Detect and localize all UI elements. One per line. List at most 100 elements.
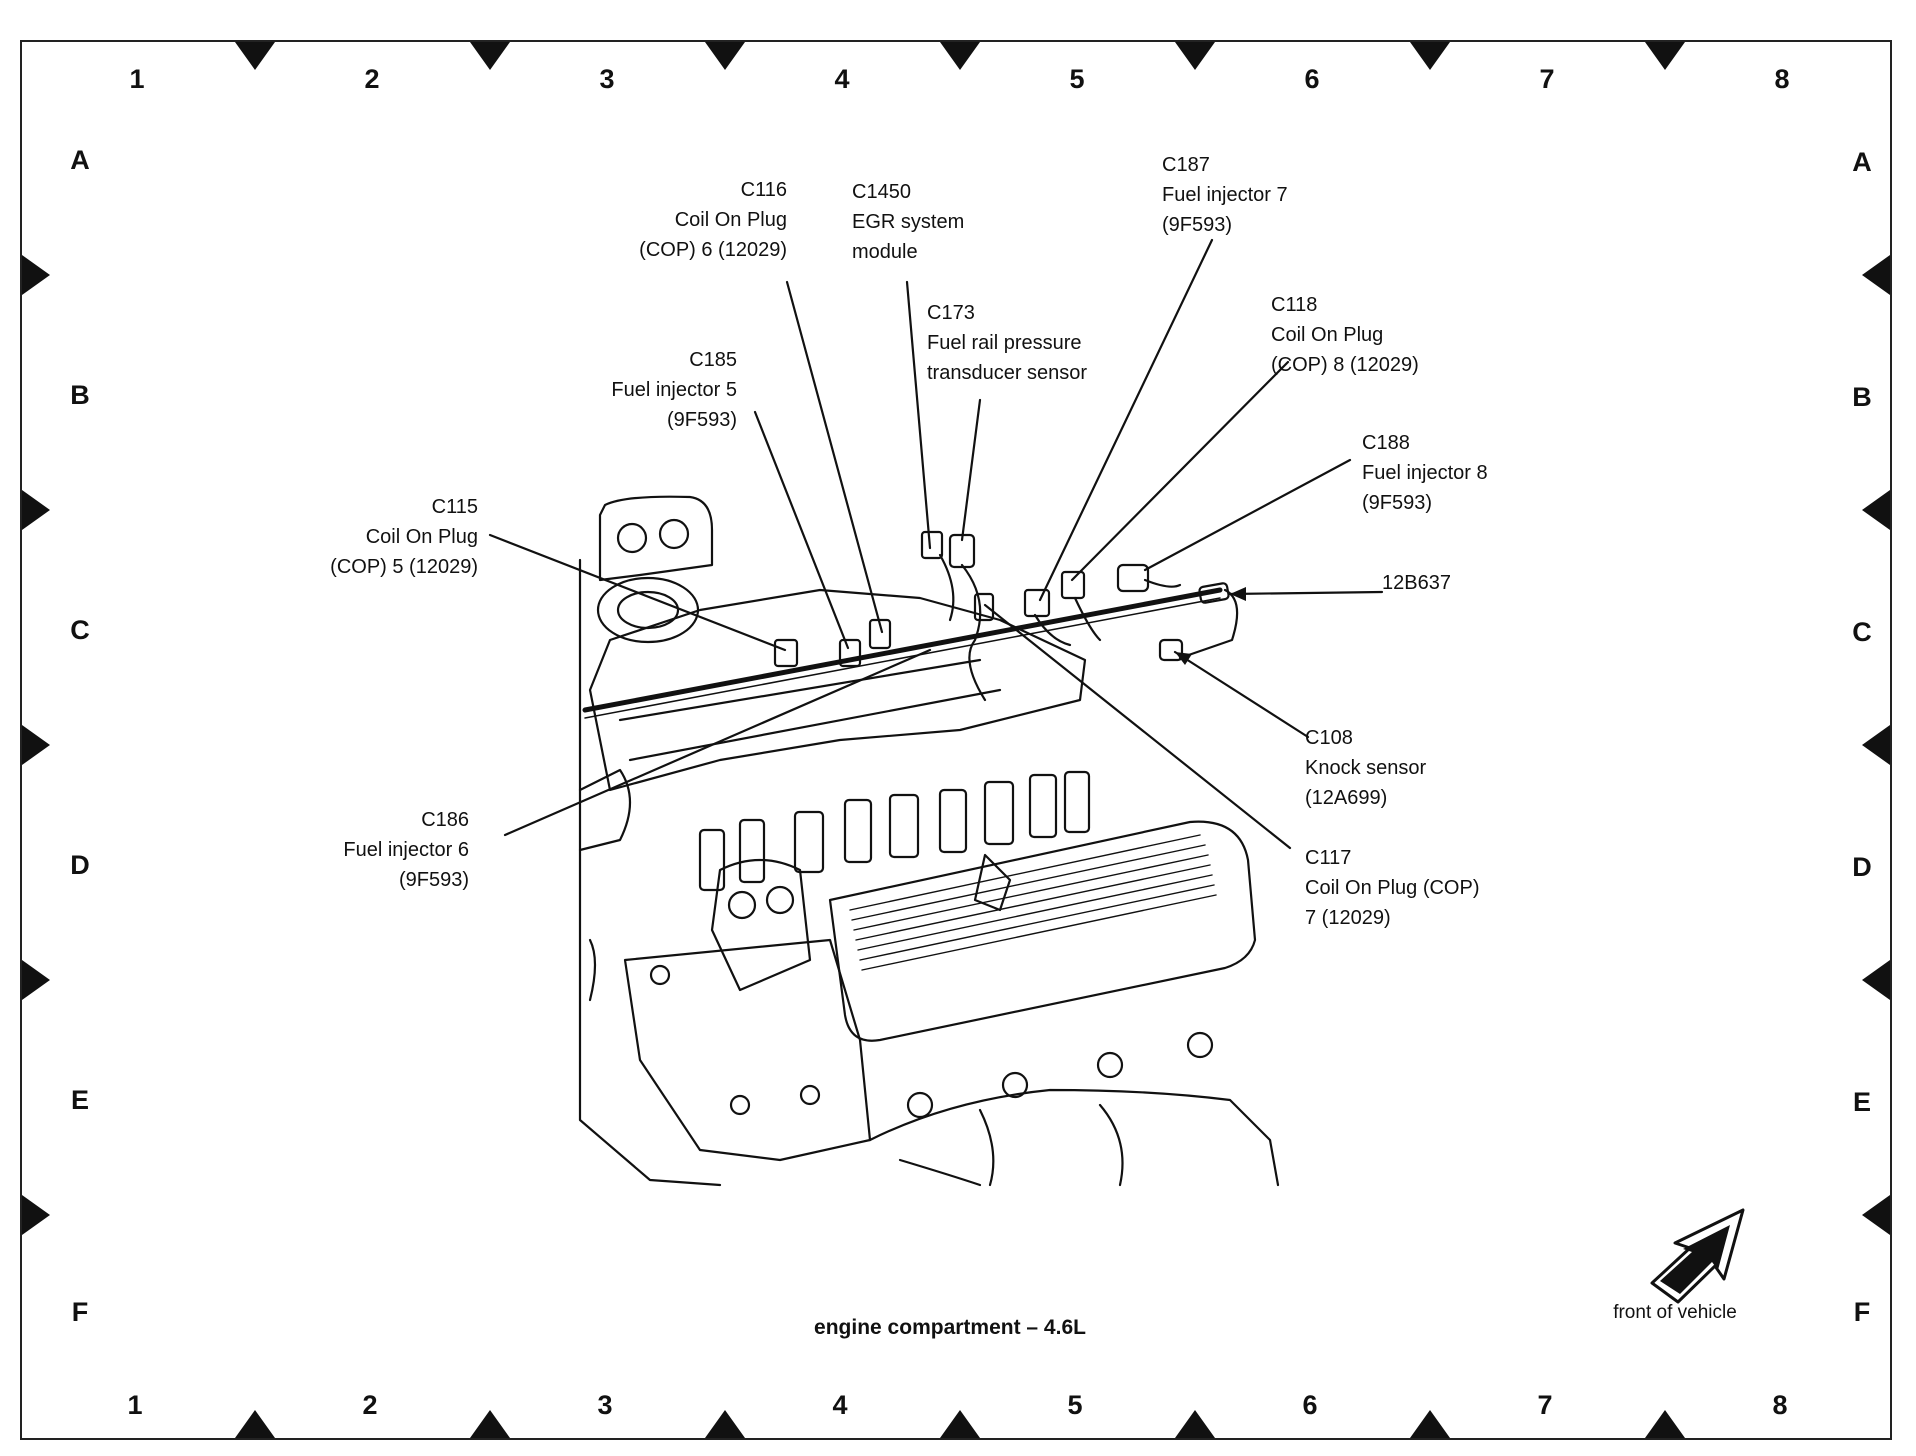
leader-c118 <box>1070 360 1290 582</box>
grid-col-top-5: 5 <box>1069 64 1085 94</box>
tick-top-6 <box>1410 42 1450 70</box>
knock-sensor-connector <box>1158 638 1184 662</box>
timing-cover <box>623 938 872 1162</box>
leader-c115 <box>488 533 787 652</box>
tick-right-5 <box>1862 1195 1890 1235</box>
callout-c173: C173 Fuel rail pressure transducer senso… <box>927 302 1088 384</box>
leader-c185 <box>753 410 850 650</box>
front-of-vehicle-label: front of vehicle <box>1613 1302 1737 1323</box>
exhaust-area <box>868 1088 1280 1187</box>
tick-left-2 <box>22 490 50 530</box>
callout-c115: C115 Coil On Plug (COP) 5 (12029) <box>330 496 478 578</box>
grid-col-bottom-6: 6 <box>1302 1390 1318 1420</box>
leader-c187 <box>1038 238 1214 602</box>
grid-row-right-B: B <box>1852 382 1872 412</box>
grid-col-top-6: 6 <box>1304 64 1320 94</box>
intake-manifold <box>588 588 1087 792</box>
connector-c1450 <box>920 530 944 560</box>
grid-col-bottom-7: 7 <box>1537 1390 1553 1420</box>
grid-row-left-E: E <box>70 1085 89 1115</box>
coil-on-plug-row <box>698 770 1091 892</box>
grid-row-left-F: F <box>71 1297 89 1327</box>
front-lift-bracket <box>710 858 812 992</box>
connector-c185 <box>838 638 862 668</box>
leader-c173 <box>960 398 982 542</box>
arrowhead-c108 <box>1175 652 1192 665</box>
leader-c116 <box>785 280 884 634</box>
grid-col-top-7: 7 <box>1539 64 1555 94</box>
tick-top-7 <box>1645 42 1685 70</box>
grid-row-right-E: E <box>1852 1087 1871 1117</box>
connector-c187 <box>1023 588 1051 618</box>
grid-col-bottom-8: 8 <box>1772 1390 1788 1420</box>
tick-top-5 <box>1175 42 1215 70</box>
leader-c117 <box>983 603 1292 850</box>
connector-c188 <box>1116 563 1150 593</box>
spark-plug-boot <box>973 853 1012 912</box>
callout-c116: C116 Coil On Plug (COP) 6 (12029) <box>639 179 787 261</box>
front-arrow-icon-fill <box>1660 1225 1730 1294</box>
tick-left-1 <box>22 255 50 295</box>
callout-c185: C185 Fuel injector 5 (9F593) <box>611 349 737 431</box>
tick-left-5 <box>22 1195 50 1235</box>
grid-row-left-A: A <box>70 145 90 175</box>
tick-right-2 <box>1862 490 1890 530</box>
grid-tick-markers <box>22 42 1890 1438</box>
callout-c188: C188 Fuel injector 8 (9F593) <box>1362 432 1488 514</box>
callout-12b637: 12B637 <box>1382 572 1451 594</box>
leader-c188 <box>1143 458 1352 572</box>
grid-col-top-2: 2 <box>364 64 380 94</box>
valve-cover <box>828 820 1257 1042</box>
grid-row-right-D: D <box>1852 852 1872 882</box>
leader-c186 <box>503 648 932 837</box>
grid-row-left-B: B <box>70 380 90 410</box>
tick-bottom-1 <box>235 1410 275 1438</box>
diagram-caption: engine compartment – 4.6L <box>814 1316 1086 1339</box>
grid-col-bottom-2: 2 <box>362 1390 378 1420</box>
tick-right-4 <box>1862 960 1890 1000</box>
grid-row-right-A: A <box>1852 147 1872 177</box>
grid-col-bottom-1: 1 <box>127 1390 143 1420</box>
callout-c187: C187 Fuel injector 7 (9F593) <box>1162 154 1288 236</box>
grid-row-right-F: F <box>1853 1297 1871 1327</box>
tick-top-3 <box>705 42 745 70</box>
leader-12b637 <box>1228 590 1384 596</box>
grid-col-top-3: 3 <box>599 64 615 94</box>
tick-bottom-7 <box>1645 1410 1685 1438</box>
leader-c108 <box>1173 650 1310 739</box>
engine-illustration <box>578 495 1280 1187</box>
tick-bottom-6 <box>1410 1410 1450 1438</box>
engine-block-left <box>578 558 722 1187</box>
tick-top-1 <box>235 42 275 70</box>
tick-top-4 <box>940 42 980 70</box>
bracket-hole-1 <box>616 522 648 554</box>
grid-row-left-D: D <box>70 850 90 880</box>
callout-c1450: C1450 EGR system module <box>852 181 965 263</box>
fuel-rail <box>582 587 1223 713</box>
grid-col-top-4: 4 <box>834 64 850 94</box>
tick-left-3 <box>22 725 50 765</box>
grid-col-top-1: 1 <box>129 64 145 94</box>
grid-col-top-8: 8 <box>1774 64 1790 94</box>
connector-c117 <box>973 592 995 622</box>
tick-right-3 <box>1862 725 1890 765</box>
grid-row-right-C: C <box>1852 617 1872 647</box>
connector-c115 <box>773 638 799 668</box>
leader-arrowheads <box>1175 587 1246 665</box>
tick-left-4 <box>22 960 50 1000</box>
diagram-frame <box>20 40 1892 1440</box>
arrowhead-12b637 <box>1230 587 1246 601</box>
leader-c1450 <box>905 280 932 550</box>
tick-bottom-5 <box>1175 1410 1215 1438</box>
callout-c108: C108 Knock sensor (12A699) <box>1305 727 1427 809</box>
callout-c186: C186 Fuel injector 6 (9F593) <box>343 809 469 891</box>
upper-bracket <box>598 495 714 582</box>
grid-col-bottom-5: 5 <box>1067 1390 1083 1420</box>
connector-c118 <box>1060 570 1086 600</box>
callout-c117: C117 Coil On Plug (COP) 7 (12029) <box>1305 847 1480 929</box>
connector-c116 <box>868 618 892 650</box>
grid-col-bottom-3: 3 <box>597 1390 613 1420</box>
tick-bottom-2 <box>470 1410 510 1438</box>
leader-lines <box>488 238 1384 850</box>
